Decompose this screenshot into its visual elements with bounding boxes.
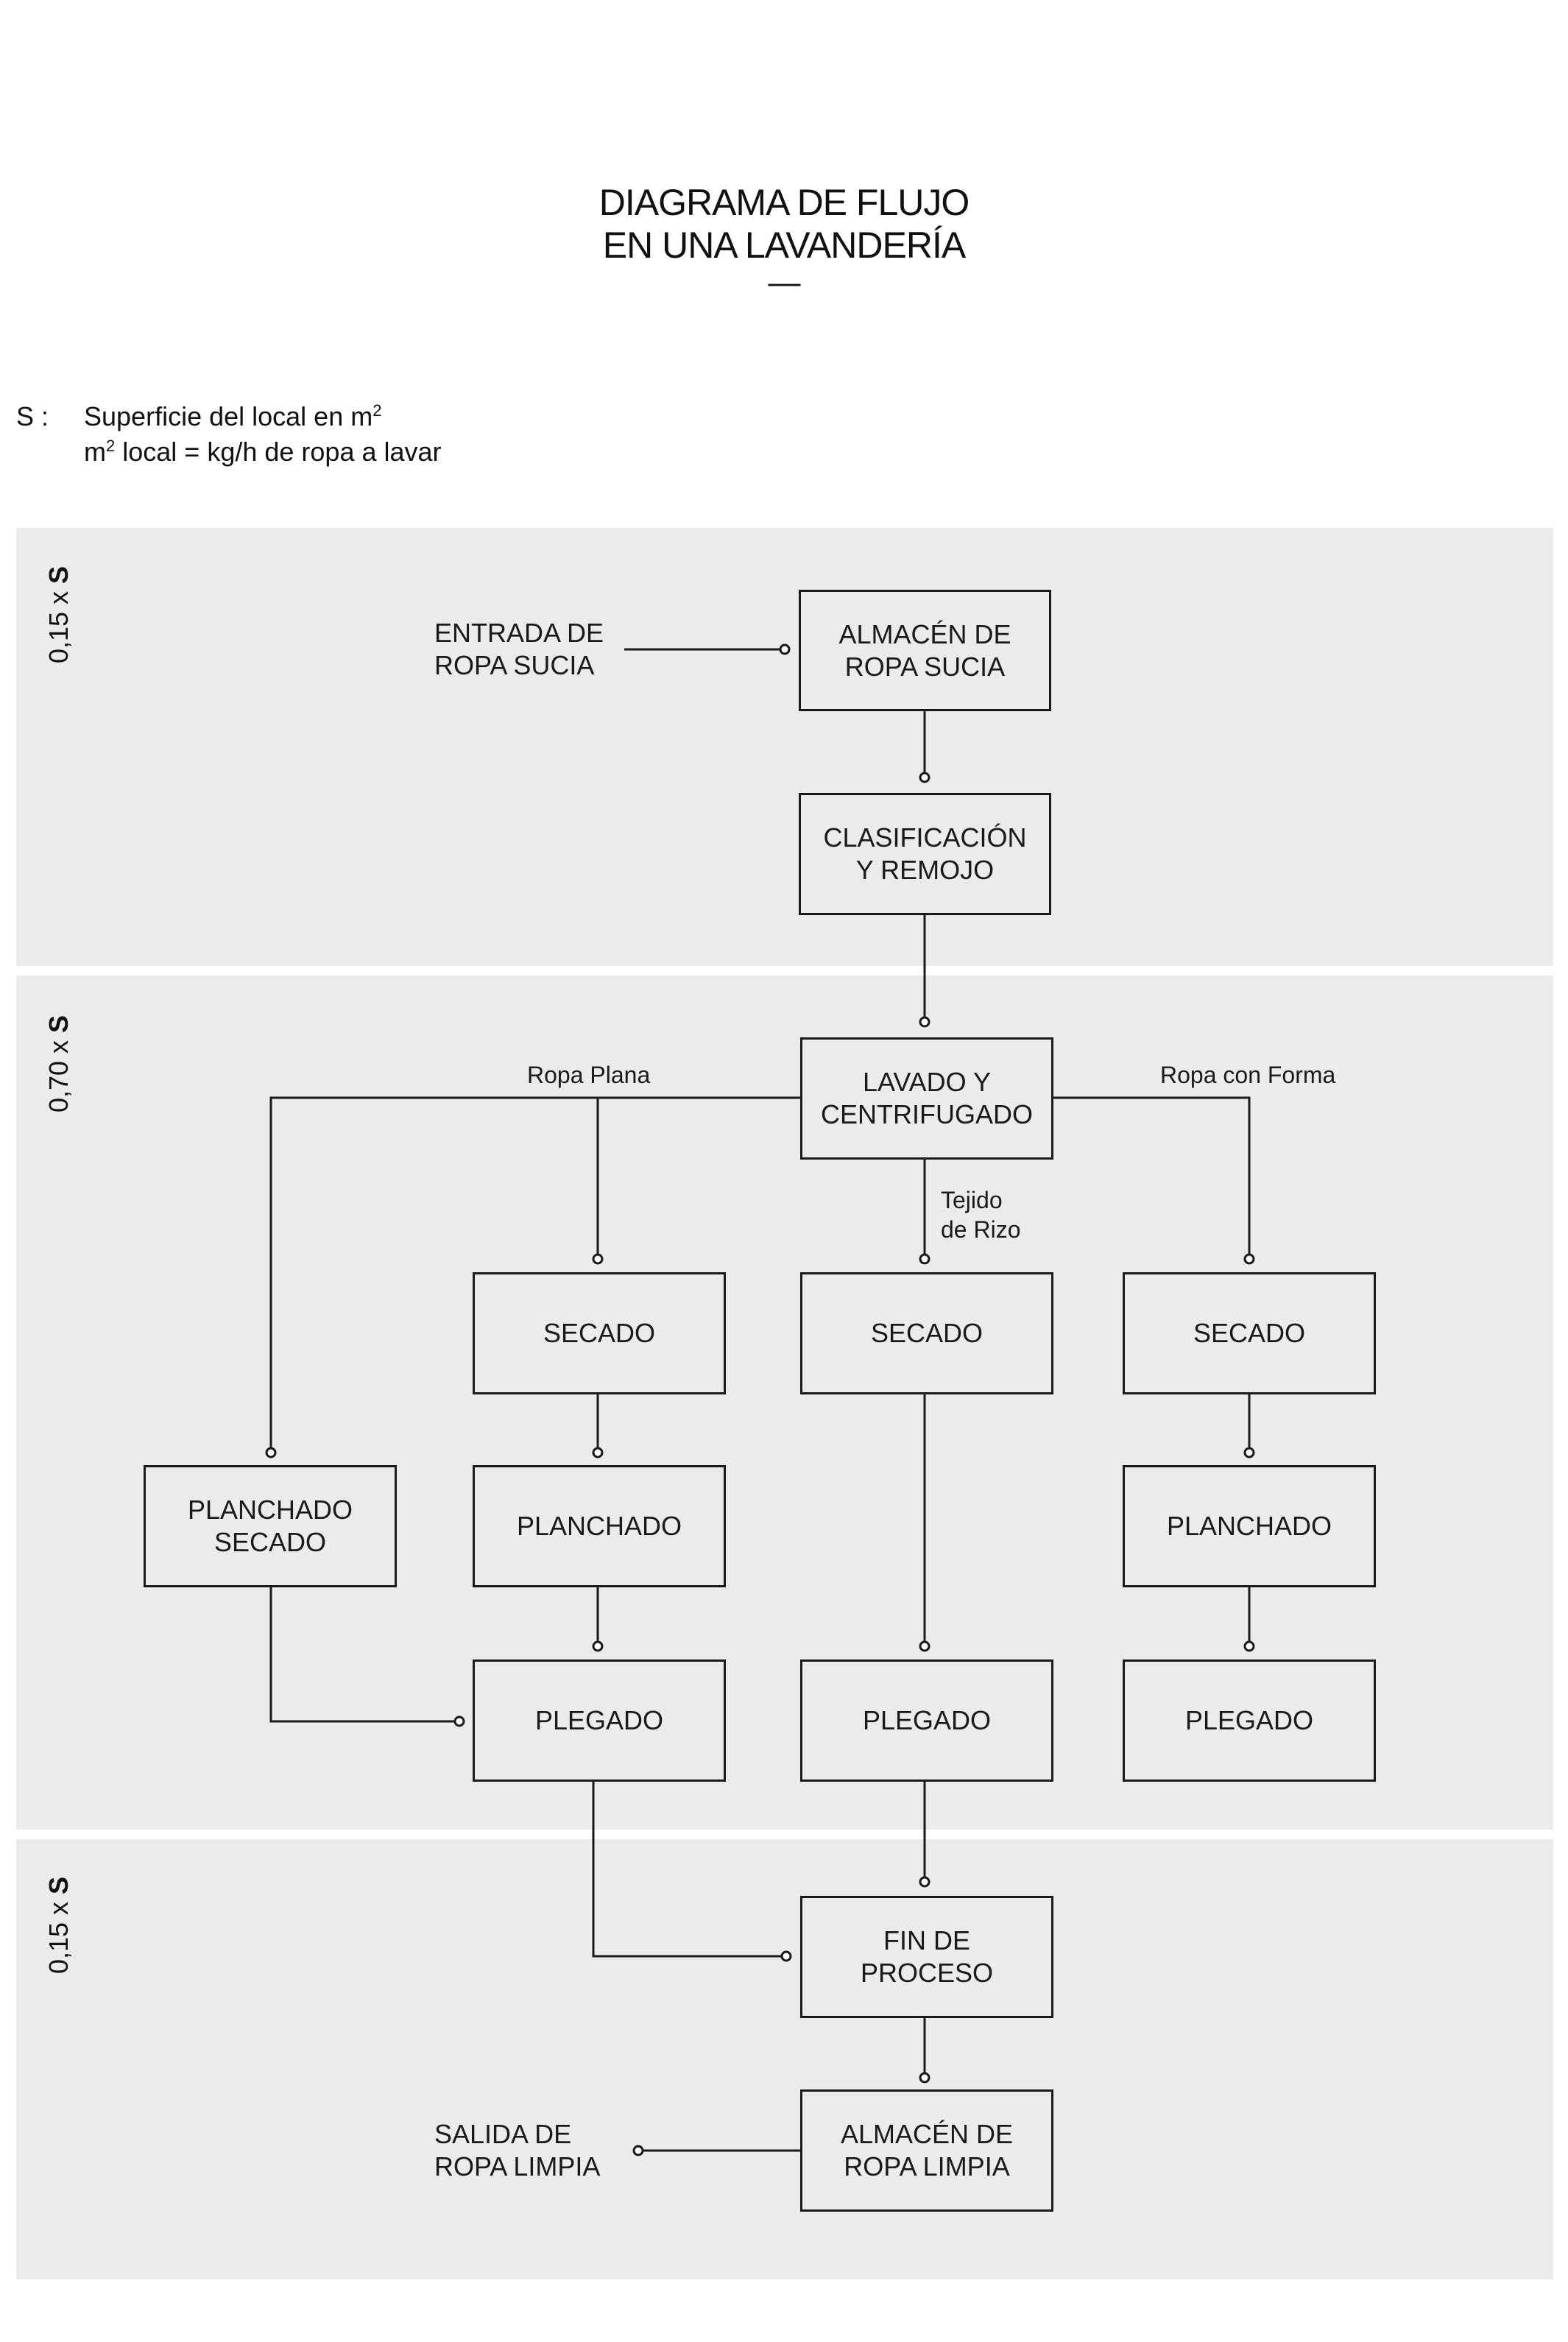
- tejido-rizo-label: Tejido de Rizo: [941, 1187, 1021, 1243]
- arrow-head: [919, 1253, 930, 1265]
- title-dash: —: [768, 264, 801, 300]
- arrow-head: [919, 1640, 930, 1652]
- zone-processing: [16, 976, 1553, 1830]
- legend-symbol: S :: [16, 401, 49, 431]
- node-almacen-ropa-sucia: ALMACÉN DE ROPA SUCIA: [799, 590, 1051, 711]
- node-almacen-ropa-limpia: ALMACÉN DE ROPA LIMPIA: [800, 2089, 1053, 2212]
- node-secado-3: SECADO: [1123, 1272, 1376, 1394]
- edge-planchado-secado-plegado-1: [269, 1586, 459, 1723]
- node-plegado-1: PLEGADO: [473, 1659, 726, 1782]
- arrow-head: [779, 643, 791, 655]
- diagram-title: DIAGRAMA DE FLUJO EN UNA LAVANDERÍA —: [0, 181, 1568, 299]
- arrow-head: [780, 1950, 792, 1962]
- arrow-head: [1243, 1253, 1255, 1265]
- node-clasificacion-remojo: CLASIFICACIÓN Y REMOJO: [799, 793, 1051, 915]
- arrow-head: [265, 1447, 277, 1459]
- node-fin-proceso: FIN DE PROCESO: [800, 1896, 1053, 2018]
- arrow-head: [592, 1447, 604, 1459]
- title-line-1: DIAGRAMA DE FLUJO: [598, 182, 970, 223]
- arrow-head: [1243, 1640, 1255, 1652]
- ropa-plana-label: Ropa Plana: [527, 1062, 651, 1088]
- edge-lavado-planchado-secado: [269, 1096, 801, 1453]
- ropa-forma-label: Ropa con Forma: [1160, 1062, 1336, 1088]
- legend-line-2: m2 local = kg/h de ropa a lavar: [84, 437, 442, 467]
- node-planchado-1: PLANCHADO: [473, 1465, 726, 1587]
- arrow-head: [592, 1253, 604, 1265]
- arrow-head: [1243, 1447, 1255, 1459]
- node-planchado-secado: PLANCHADO SECADO: [144, 1465, 397, 1587]
- zone-entry: [16, 528, 1553, 966]
- legend-line-1: Superficie del local en m2: [84, 401, 382, 431]
- title-line-2: EN UNA LAVANDERÍA: [602, 225, 966, 266]
- node-plegado-3: PLEGADO: [1123, 1659, 1376, 1782]
- arrow-head: [919, 772, 930, 783]
- node-lavado-centrifugado: LAVADO Y CENTRIFUGADO: [800, 1037, 1053, 1160]
- salida-label: SALIDA DE ROPA LIMPIA: [434, 2119, 601, 2181]
- entrada-label: ENTRADA DE ROPA SUCIA: [434, 618, 604, 680]
- edge-lavado-secado-3: [1052, 1096, 1251, 1259]
- node-planchado-3: PLANCHADO: [1123, 1465, 1376, 1587]
- zone-exit: [16, 1839, 1553, 2279]
- node-plegado-2: PLEGADO: [800, 1659, 1053, 1782]
- node-secado-2: SECADO: [800, 1272, 1053, 1394]
- arrow-head: [592, 1640, 604, 1652]
- edge-plegado-1-fin: [592, 1780, 786, 1958]
- arrow-head: [919, 1876, 930, 1888]
- arrow-head: [919, 2072, 930, 2084]
- arrow-head: [453, 1715, 465, 1727]
- node-secado-1: SECADO: [473, 1272, 726, 1394]
- arrow-head: [919, 1016, 930, 1028]
- arrow-head: [632, 2145, 644, 2156]
